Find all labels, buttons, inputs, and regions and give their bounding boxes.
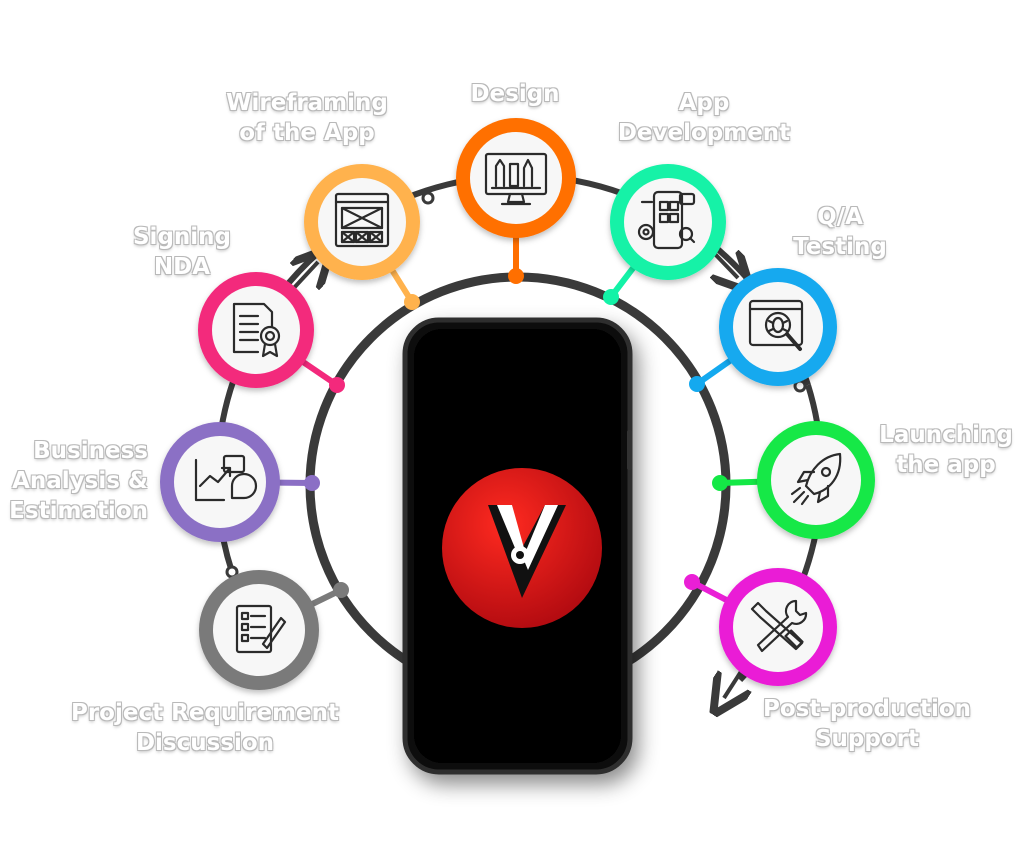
design-monitor-icon [484,152,548,206]
ring-dot [304,475,320,491]
ring-dot [404,294,420,310]
tools-icon [750,599,808,653]
ring-dot [689,376,705,392]
step-node [304,164,420,310]
step-inner [213,584,305,676]
step-node [160,422,320,542]
phone-side-button [627,430,632,470]
step-inner [318,178,406,266]
step-inner [470,132,562,224]
arc-arrow-bottom [724,668,742,698]
step-inner [174,436,266,528]
step-node [689,268,837,392]
wireframe-icon [334,192,390,248]
step-inner [733,282,823,372]
ring-dot [684,574,700,590]
certificate-icon [232,302,281,358]
rocket-icon [790,452,842,506]
step-node [456,118,576,284]
step-node [712,421,875,539]
ring-dot [329,377,345,393]
step-node [684,568,837,686]
label-design: Design [470,81,560,107]
ring-dot [333,582,349,598]
ring-dot [508,268,524,284]
ring-dot [603,289,619,305]
step-node [199,570,349,690]
step-inner [212,286,300,374]
app-development-icon [637,190,696,250]
analytics-icon [194,454,258,502]
step-node [603,164,726,305]
arc-arrow-right [713,252,738,278]
ring-dot [712,475,728,491]
bug-search-icon [748,299,804,351]
arc-dot [421,191,435,205]
step-inner [771,435,861,525]
step-node [198,272,345,393]
checklist-icon [235,604,287,654]
arc-arrow-left [292,262,318,292]
brand-logo [442,468,602,628]
